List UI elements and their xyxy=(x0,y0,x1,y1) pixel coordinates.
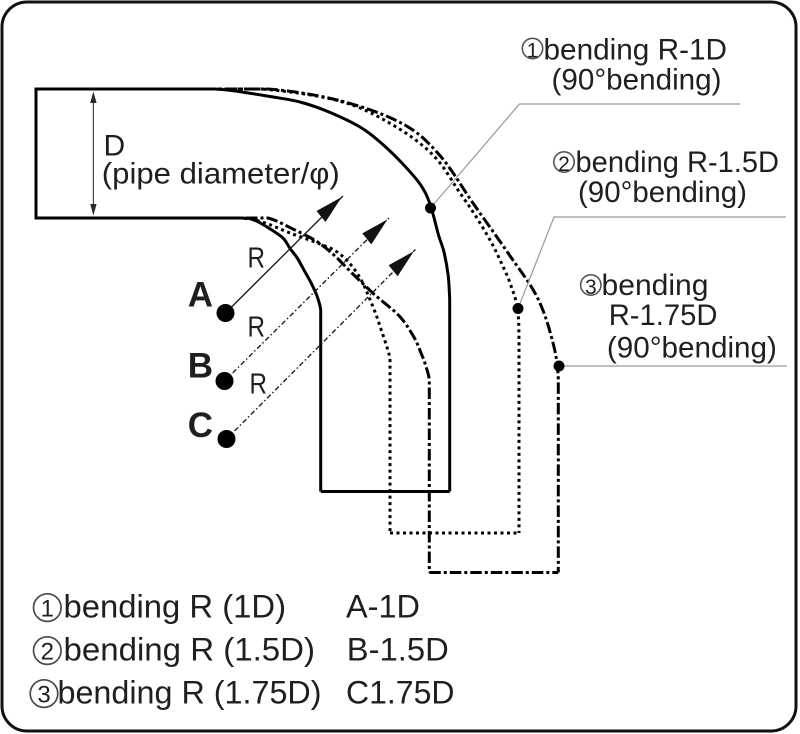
svg-text:R: R xyxy=(250,369,268,401)
svg-text:2: 2 xyxy=(41,639,54,666)
svg-text:(90°bending): (90°bending) xyxy=(552,64,722,97)
svg-text:A: A xyxy=(188,276,213,315)
svg-text:bending R (1.75D): bending R (1.75D) xyxy=(58,674,322,710)
svg-text:C: C xyxy=(188,406,213,445)
svg-text:B: B xyxy=(188,347,213,386)
svg-text:1: 1 xyxy=(527,39,539,62)
svg-text:(pipe diameter/φ): (pipe diameter/φ) xyxy=(102,157,340,190)
svg-text:bending R-1D: bending R-1D xyxy=(544,34,728,67)
svg-text:R: R xyxy=(248,312,266,344)
svg-text:B-1.5D: B-1.5D xyxy=(347,631,449,667)
svg-text:2: 2 xyxy=(558,153,570,176)
svg-text:R: R xyxy=(248,243,266,275)
svg-text:(90°bending): (90°bending) xyxy=(607,332,777,365)
svg-text:3: 3 xyxy=(585,276,597,299)
svg-text:1: 1 xyxy=(41,596,54,623)
svg-text:3: 3 xyxy=(37,682,50,709)
svg-text:A-1D: A-1D xyxy=(346,588,420,624)
svg-text:bending R (1.5D): bending R (1.5D) xyxy=(64,631,316,667)
svg-text:R-1.75D: R-1.75D xyxy=(609,299,718,332)
svg-text:bending R-1.5D: bending R-1.5D xyxy=(576,146,780,179)
svg-text:D: D xyxy=(104,129,126,162)
svg-text:bending: bending xyxy=(602,269,709,302)
svg-text:C1.75D: C1.75D xyxy=(346,674,455,710)
svg-text:(90°bending): (90°bending) xyxy=(578,176,747,209)
svg-text:bending R (1D): bending R (1D) xyxy=(64,588,287,624)
